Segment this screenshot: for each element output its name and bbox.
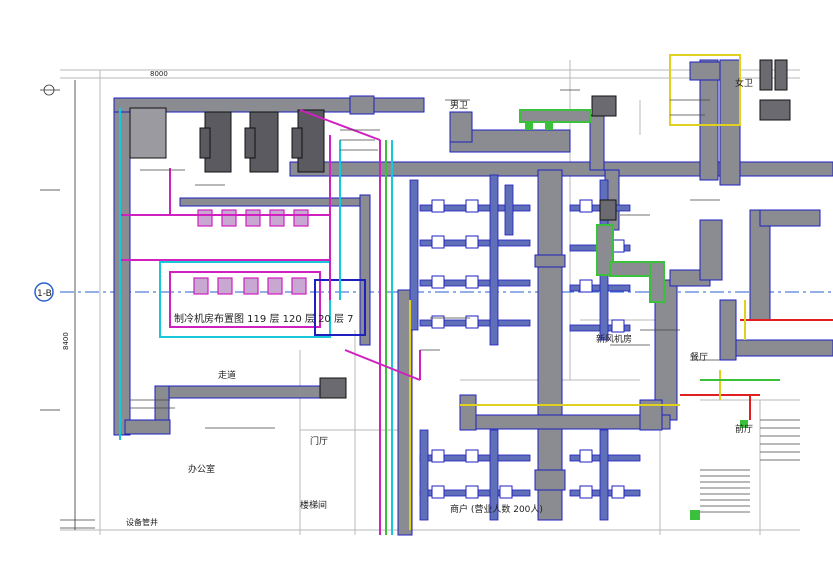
label-right-hall: 前厅	[735, 423, 753, 435]
ahu-units-top	[319, 59, 791, 399]
label-female: 女卫	[735, 77, 753, 89]
label-dining: 餐厅	[690, 351, 708, 363]
label-corridor: 走道	[218, 369, 236, 381]
stair-hatching	[700, 419, 800, 513]
label-lobby: 门厅	[310, 435, 328, 447]
chiller-units	[129, 107, 325, 173]
exhaust-ducts-green	[519, 109, 665, 303]
chilled-water-pipes	[119, 108, 421, 535]
pump-array-lower	[193, 277, 307, 295]
tag-boxes	[525, 122, 748, 520]
grid-marker-bubble	[34, 282, 54, 302]
label-toilet: 男卫	[450, 100, 468, 111]
grid-marker-label: 1-B	[37, 289, 52, 299]
label-machine-room: 制冷机房布置图 119 层 120 层 20 层 7	[174, 312, 354, 325]
yellow-ducts	[409, 54, 741, 530]
air-diffusers	[431, 199, 625, 499]
grid-axis-left	[40, 80, 76, 530]
hot-water-pipes	[680, 300, 833, 420]
cooling-tower	[129, 107, 167, 159]
dimension-top: 8000	[150, 70, 168, 78]
dimension-left: 8400	[62, 332, 70, 350]
annotation-marks	[60, 89, 720, 529]
chiller-1	[204, 111, 232, 173]
label-fresh-air-room: 新风机房	[596, 333, 632, 345]
label-shaft: 设备管井	[126, 517, 158, 527]
label-office: 办公室	[188, 463, 215, 475]
label-shop: 商户 (营业人数 200人)	[450, 503, 543, 515]
label-stair: 楼梯间	[300, 499, 327, 511]
